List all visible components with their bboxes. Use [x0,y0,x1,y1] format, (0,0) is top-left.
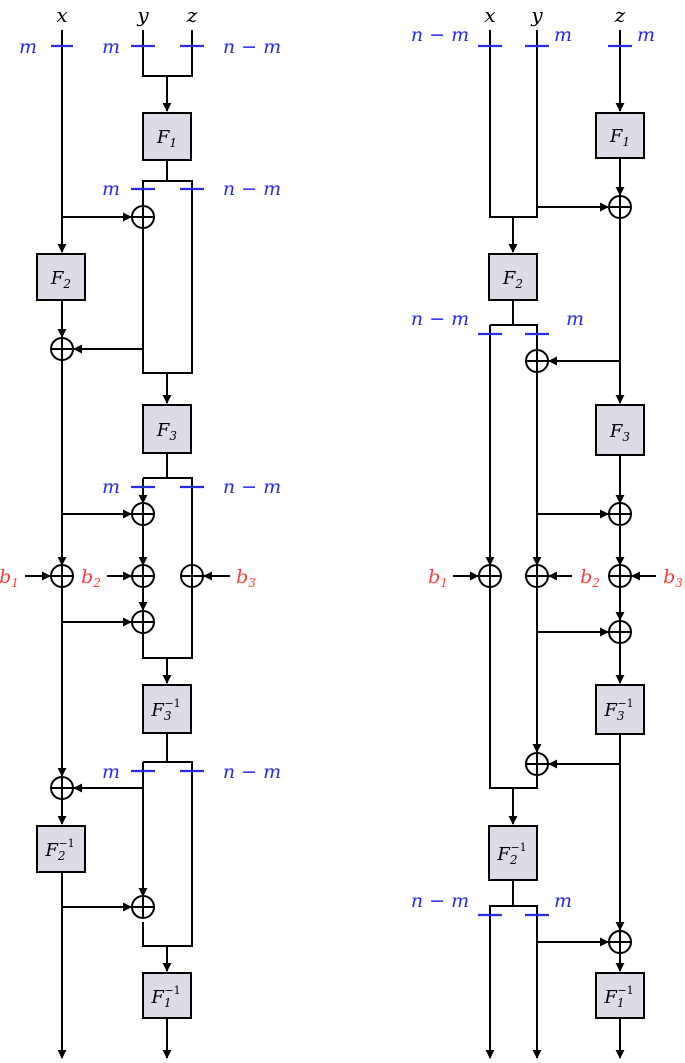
left-width-ticks [51,44,204,773]
left-xor-b3 [180,564,204,588]
right-block-1 [485,300,542,825]
right-block-2 [485,880,542,1059]
right-xor-5 [525,752,549,776]
right-xor-1 [608,195,632,219]
right-xor-3 [608,502,632,526]
left-bit-b2: b2 [81,566,101,590]
right-width-r5-b: m [554,890,572,912]
right-xor-b2 [525,564,549,588]
left-width-top-z: n − m [223,36,281,58]
right-input-z: z [614,3,626,27]
right-bit-b3: b3 [663,566,683,590]
left-width-r1-a: m [102,178,120,200]
right-xor-2 [525,349,549,373]
right-xor-b1 [478,564,502,588]
left-block-1 [142,160,193,404]
right-input-y: y [530,3,543,27]
right-box-f2-inverse: F2−1 [488,825,538,881]
right-xor-4 [608,620,632,644]
right-box-f1-inverse: F1−1 [595,972,645,1019]
right-width-ticks [478,44,632,917]
left-diagram: x y z [0,3,281,1059]
svg-text:F3−1: F3−1 [603,697,633,723]
left-xor-1 [131,205,155,229]
right-diagram: x y z [411,3,683,1059]
left-xor-b2 [131,564,155,588]
right-width-top-y: m [554,24,572,46]
left-xor-3 [131,502,155,526]
left-width-r3-b: n − m [223,476,281,498]
left-width-r1-b: n − m [223,178,281,200]
left-box-f1: F1 [142,112,192,161]
left-bit-b1: b1 [0,566,19,590]
left-width-r5-b: n − m [223,761,281,783]
left-width-r3-a: m [102,476,120,498]
right-input-x: x [484,3,495,27]
right-width-top-z: m [637,24,655,46]
left-yz-merge [142,30,193,112]
right-width-r2-b: m [566,308,584,330]
right-width-r5-a: n − m [411,890,469,912]
right-bit-b2: b2 [580,566,600,590]
right-xor-b3 [608,564,632,588]
left-xor-5 [50,776,74,800]
left-box-f1-inverse: F1−1 [142,972,192,1019]
left-width-r5-a: m [102,761,120,783]
left-box-f3-inverse: F3−1 [142,684,192,734]
left-input-y: y [136,3,149,27]
left-block-3 [138,733,193,1059]
left-feed-lines [25,212,230,912]
left-width-top-x: m [19,36,37,58]
right-bit-b1: b1 [428,566,448,590]
left-box-f3: F3 [142,404,192,454]
right-width-top-x: n − m [411,24,469,46]
left-xor-6 [131,895,155,919]
left-input-x: x [56,3,67,27]
right-xor-6 [608,930,632,954]
left-box-f2-inverse: F2−1 [36,825,86,873]
left-xor-b1 [50,564,74,588]
right-box-f3-inverse: F3−1 [595,684,645,735]
left-input-z: z [186,3,198,27]
right-box-f2: F2 [488,253,538,301]
left-bit-b3: b3 [236,566,256,590]
right-xy-block [489,30,609,253]
left-xor-2 [50,337,74,361]
left-block-2 [138,453,193,684]
left-width-top-y: m [102,36,120,58]
left-box-f2: F2 [36,253,86,301]
left-xor-4 [131,610,155,634]
svg-text:F2−1: F2−1 [496,841,526,867]
right-width-r2-a: n − m [411,308,469,330]
right-box-f3: F3 [595,404,645,456]
right-feed-lines [453,356,656,947]
right-box-f1: F1 [595,112,645,159]
